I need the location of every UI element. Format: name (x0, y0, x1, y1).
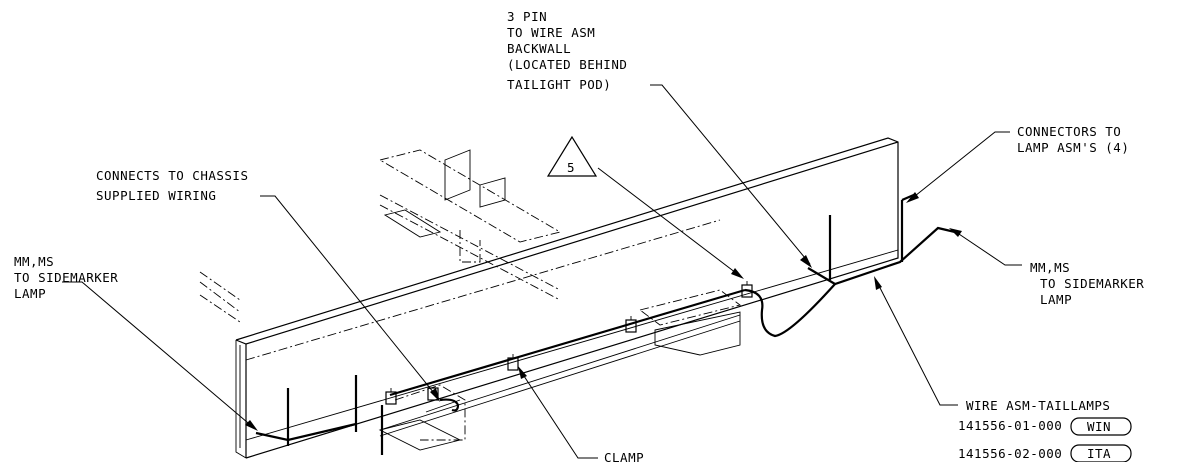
flag-note-triangle (546, 135, 598, 177)
left-marker-line-3: LAMP (14, 286, 46, 301)
backwall-panel (235, 137, 899, 459)
callout-flag-note: 5 (546, 135, 598, 177)
leader-lines (62, 84, 1022, 459)
pin-line-3: BACKWALL (507, 41, 571, 56)
clamp-icon (427, 387, 439, 401)
callout-clamp: CLAMP (604, 450, 644, 462)
callout-left-sidemarker: MM,MS TO SIDEMARKER LAMP (14, 254, 118, 301)
callout-3-pin: 3 PIN TO WIRE ASM BACKWALL (LOCATED BEHI… (507, 9, 627, 92)
part-tag-2: ITA (1087, 446, 1111, 461)
part-tag-box-1 (1070, 417, 1132, 436)
wire-harness (255, 192, 956, 455)
clamp-icon (385, 388, 397, 405)
pin-line-4: (LOCATED BEHIND (507, 57, 627, 72)
part-number-2: 141556-02-000 (958, 446, 1062, 461)
right-marker-line-2: TO SIDEMARKER (1040, 276, 1144, 291)
left-marker-line-2: TO SIDEMARKER (14, 270, 118, 285)
connectors-line-2: LAMP ASM'S (4) (1017, 140, 1129, 155)
clamp-icon (741, 281, 753, 298)
clamps (385, 281, 753, 405)
pin-line-5: TAILIGHT POD) (507, 77, 611, 92)
chassis-line-2: SUPPLIED WIRING (96, 188, 216, 203)
right-marker-line-3: LAMP (1040, 292, 1072, 307)
clamp-icon (625, 316, 637, 333)
clamp-label: CLAMP (604, 450, 644, 462)
chassis-frame (199, 149, 742, 451)
clamp-icon (507, 354, 519, 371)
pin-line-1: 3 PIN (507, 9, 547, 24)
chassis-line-1: CONNECTS TO CHASSIS (96, 168, 249, 183)
pin-line-2: TO WIRE ASM (507, 25, 595, 40)
left-marker-line-1: MM,MS (14, 254, 54, 269)
callout-connectors: CONNECTORS TO LAMP ASM'S (4) (1017, 124, 1129, 155)
callout-wire-asm: WIRE ASM-TAILLAMPS 141556-01-000 WIN 141… (958, 398, 1132, 462)
part-number-1: 141556-01-000 (958, 418, 1062, 433)
callout-right-sidemarker: MM,MS TO SIDEMARKER LAMP (1030, 260, 1144, 307)
flag-note-number: 5 (567, 160, 575, 175)
part-tag-box-2 (1070, 444, 1132, 462)
right-marker-line-1: MM,MS (1030, 260, 1070, 275)
wire-asm-title: WIRE ASM-TAILLAMPS (966, 398, 1110, 413)
callout-chassis: CONNECTS TO CHASSIS SUPPLIED WIRING (96, 168, 249, 203)
part-tag-1: WIN (1087, 419, 1111, 434)
connectors-line-1: CONNECTORS TO (1017, 124, 1121, 139)
